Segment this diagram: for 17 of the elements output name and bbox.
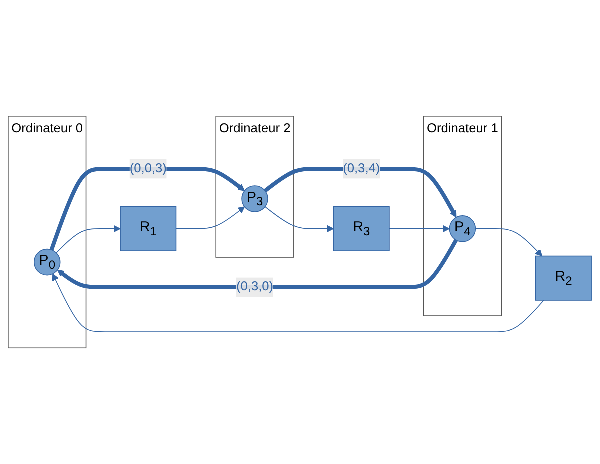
edge-label: (0,0,3): [130, 162, 167, 176]
node-circle: P$_{3}$: [242, 185, 268, 212]
arrow: [389, 225, 450, 232]
arrow: [56, 225, 121, 254]
node-circle: P$_{0}$: [34, 248, 61, 276]
node-circle: P$_{4}$: [449, 215, 476, 242]
arrow: [264, 206, 334, 232]
arrow: [52, 273, 544, 332]
node-box: R$_{1}$: [120, 206, 177, 252]
arrow: [475, 228, 543, 256]
arrow: [176, 206, 246, 230]
node-box: R$_{2}$: [535, 256, 592, 301]
edge-label: (0,3,4): [343, 162, 380, 176]
node-box: R$_{3}$: [333, 206, 390, 252]
edge-label: (0,3,0): [236, 280, 274, 294]
arrow: [57, 238, 458, 290]
arrow: [50, 166, 246, 250]
